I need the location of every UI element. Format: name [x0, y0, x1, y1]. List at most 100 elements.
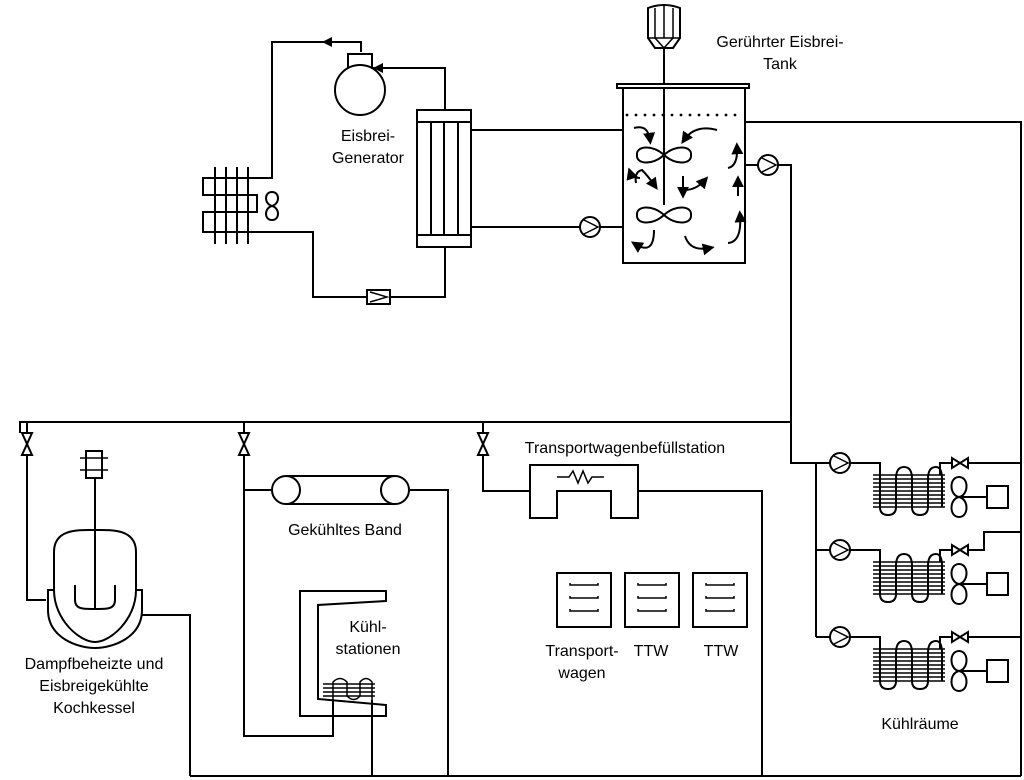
label-filling-station: Transportwagenbefüllstation — [524, 440, 726, 457]
pipe-liquid-line — [250, 231, 367, 298]
motor-box-icon — [986, 485, 1009, 509]
pipe-segment — [939, 462, 952, 475]
pipe-belt-supply — [243, 455, 271, 491]
coil-tube — [879, 552, 943, 604]
cart-body — [556, 572, 612, 628]
stirred-tank — [616, 4, 750, 264]
cart-body — [624, 572, 680, 628]
label-cart-2: TTW — [633, 643, 669, 660]
pipe-filling-return — [638, 490, 763, 776]
cold-room-unit — [816, 531, 1021, 606]
pump-arrow — [833, 542, 850, 558]
cart-icon — [556, 572, 612, 628]
pump-icon — [829, 539, 851, 561]
label-cooling-stations: Kühl- stationen — [335, 619, 401, 658]
cart-body — [692, 572, 748, 628]
level-dot — [688, 113, 692, 117]
valve-body — [951, 543, 969, 557]
motor-box-icon — [986, 659, 1009, 683]
shelf — [637, 583, 667, 586]
cooling-coil-icon — [323, 677, 375, 701]
level-dot — [697, 113, 701, 117]
cooling-coil-icon — [873, 549, 952, 604]
cart-icon — [692, 572, 748, 628]
pipe-kettle-supply — [26, 455, 46, 601]
pipe-segment — [850, 636, 881, 649]
pipe-compressor-discharge — [270, 41, 362, 179]
shelf — [705, 583, 735, 586]
pipe-segment — [939, 636, 952, 649]
pipe-return-line — [745, 121, 1022, 463]
pipe-liquid-line-2 — [390, 247, 446, 298]
cooled-belt — [243, 455, 449, 776]
pipe-station-supply — [243, 490, 334, 737]
level-dot — [724, 113, 728, 117]
flow-arrow-icon — [373, 63, 383, 73]
valve-icon — [951, 630, 969, 644]
level-dot — [715, 113, 719, 117]
pump-arrow — [833, 455, 850, 471]
pump-icon — [757, 154, 779, 176]
flow-arrows — [626, 126, 747, 256]
cooling-stations — [243, 490, 387, 776]
pipe-segment — [939, 549, 952, 562]
label-kettle: Dampfbeheizte und Eisbreigekühlte Kochke… — [24, 656, 164, 717]
coil-tube — [879, 639, 943, 691]
fan-icon — [950, 475, 968, 519]
compressor-icon — [334, 53, 386, 116]
heater-resistor-icon — [557, 469, 604, 485]
level-dot — [661, 113, 665, 117]
pipe-kettle-return — [142, 614, 191, 776]
valve-body — [476, 432, 490, 456]
expansion-valve-icon — [366, 289, 391, 305]
coil-tube — [879, 465, 943, 517]
pump-icon — [829, 452, 851, 474]
label-cart-3: TTW — [703, 643, 739, 660]
level-dot — [679, 113, 683, 117]
valve-icon — [20, 422, 34, 456]
cold-room-unit — [816, 452, 1021, 519]
cooling-coil-icon — [873, 636, 952, 691]
flow-arrow-icon — [322, 37, 332, 47]
valve-body — [20, 432, 34, 456]
cold-rooms — [816, 452, 1021, 693]
level-dot — [670, 113, 674, 117]
fan-icon — [950, 649, 968, 693]
shelf — [705, 596, 735, 599]
valve-body — [951, 456, 969, 470]
filling-station — [482, 455, 763, 776]
shelf — [569, 583, 599, 586]
valve-icon — [951, 543, 969, 557]
level-dot — [634, 113, 638, 117]
pipe-segment — [850, 549, 881, 562]
cooling-coil-icon — [873, 462, 952, 517]
pipe-compressor-suction — [372, 67, 446, 110]
transport-carts — [556, 572, 748, 628]
valve-icon — [951, 456, 969, 470]
level-dot — [706, 113, 710, 117]
pump-icon — [829, 626, 851, 648]
label-cold-rooms: Kühlräume — [881, 716, 959, 733]
cart-icon — [624, 572, 680, 628]
level-dot — [643, 113, 647, 117]
label-cart-1: Transport- wagen — [545, 643, 619, 682]
shelf — [637, 609, 667, 612]
valve-body — [951, 630, 969, 644]
label-generator: Eisbrei- Generator — [331, 128, 405, 167]
kettle — [26, 450, 191, 776]
shelf — [637, 596, 667, 599]
label-tank: Gerührter Eisbrei- Tank — [716, 34, 844, 73]
air-cooled-condenser-icon — [202, 167, 279, 244]
impeller-icon — [636, 146, 692, 164]
refrigeration-loop — [250, 37, 446, 298]
pipe-filling-supply — [482, 455, 530, 492]
pipe-belt-return — [409, 489, 449, 776]
liquid-level-line — [625, 113, 737, 117]
valve-icon — [476, 422, 490, 456]
valve-icon — [237, 422, 251, 456]
cold-room-unit — [816, 626, 1021, 693]
pipe-supply-header — [19, 164, 792, 433]
pipe-coldroom-supply — [790, 422, 818, 464]
impeller-icon — [636, 206, 692, 224]
